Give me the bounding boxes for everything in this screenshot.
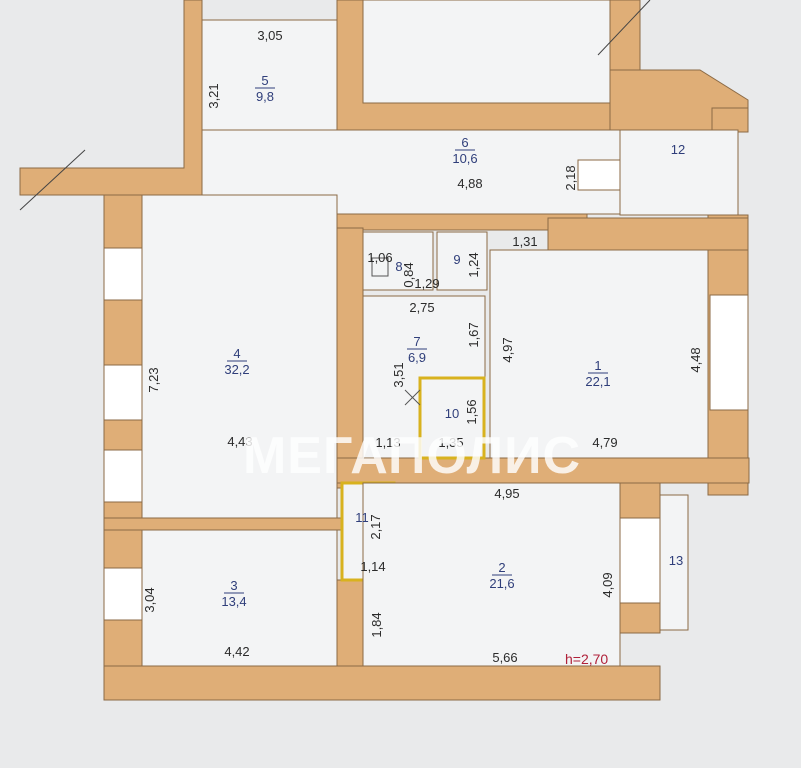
room-area-2: 21,6 bbox=[489, 576, 514, 591]
watermark: МЕГАПОЛИС bbox=[243, 427, 581, 485]
dimension-label: 1,24 bbox=[466, 252, 481, 277]
dimension-label: 1,67 bbox=[466, 322, 481, 347]
dimension-label: 4,09 bbox=[600, 572, 615, 597]
dimension-label: 4,42 bbox=[224, 644, 249, 659]
dimension-label: 3,05 bbox=[257, 28, 282, 43]
room-area-6: 10,6 bbox=[452, 151, 477, 166]
room-area-5: 9,8 bbox=[256, 89, 274, 104]
room-number-11: 11 bbox=[355, 510, 369, 525]
dimension-label: 1,14 bbox=[360, 559, 385, 574]
dimension-label: 3,21 bbox=[206, 83, 221, 108]
dimension-label: 1,06 bbox=[367, 250, 392, 265]
dimension-label: 3,51 bbox=[391, 362, 406, 387]
dimension-label: 2,17 bbox=[368, 514, 383, 539]
dimension-label: 4,95 bbox=[494, 486, 519, 501]
dimension-label: 1,84 bbox=[369, 612, 384, 637]
dimension-label: 0,84 bbox=[401, 262, 416, 287]
dimension-label: 2,75 bbox=[409, 300, 434, 315]
room-number-2: 2 bbox=[498, 560, 505, 575]
room-number-13: 13 bbox=[669, 553, 683, 568]
dimension-label: 1,56 bbox=[464, 399, 479, 424]
room-number-10: 10 bbox=[445, 406, 459, 421]
room-3-floor bbox=[141, 529, 338, 667]
room-top-floor bbox=[362, 0, 611, 104]
dimension-label: 1,31 bbox=[512, 234, 537, 249]
room-number-1: 1 bbox=[594, 358, 601, 373]
dimension-label: 1,29 bbox=[414, 276, 439, 291]
room-area-4: 32,2 bbox=[224, 362, 249, 377]
room-number-3: 3 bbox=[230, 578, 237, 593]
room-number-9: 9 bbox=[453, 252, 460, 267]
dimension-label: 4,97 bbox=[500, 337, 515, 362]
room-number-4: 4 bbox=[233, 346, 240, 361]
room-number-6: 6 bbox=[461, 135, 468, 150]
room-4-floor bbox=[141, 194, 338, 519]
room-area-1: 22,1 bbox=[585, 374, 610, 389]
room-8-floor bbox=[362, 231, 434, 291]
dimension-label: 4,48 bbox=[688, 347, 703, 372]
diagonal-lines bbox=[19, 0, 651, 211]
dimension-label: 4,79 bbox=[592, 435, 617, 450]
ceiling-height: h=2,70 bbox=[565, 651, 608, 667]
room-1-floor bbox=[489, 249, 709, 459]
room-number-5: 5 bbox=[261, 73, 268, 88]
room-area-7: 6,9 bbox=[408, 350, 426, 365]
room-number-12: 12 bbox=[671, 142, 685, 157]
dimension-label: 7,23 bbox=[146, 367, 161, 392]
dimension-label: 5,66 bbox=[492, 650, 517, 665]
dimension-label: 1,13 bbox=[375, 435, 400, 450]
dimension-label: 4,88 bbox=[457, 176, 482, 191]
room-10-floor bbox=[418, 376, 486, 460]
room-12-floor bbox=[619, 129, 739, 216]
room-number-7: 7 bbox=[413, 334, 420, 349]
toilet-icon bbox=[371, 257, 421, 406]
room-area-3: 13,4 bbox=[221, 594, 246, 609]
dimension-label: 1,35 bbox=[438, 435, 463, 450]
dimension-label: 2,18 bbox=[563, 165, 578, 190]
room-2-floor bbox=[362, 482, 621, 667]
windows bbox=[103, 159, 749, 621]
room-number-8: 8 bbox=[395, 259, 402, 274]
room-9-floor bbox=[436, 231, 488, 291]
dimension-label: 3,04 bbox=[142, 587, 157, 612]
dimension-label: 4,43 bbox=[227, 434, 252, 449]
room-floors bbox=[141, 0, 739, 667]
